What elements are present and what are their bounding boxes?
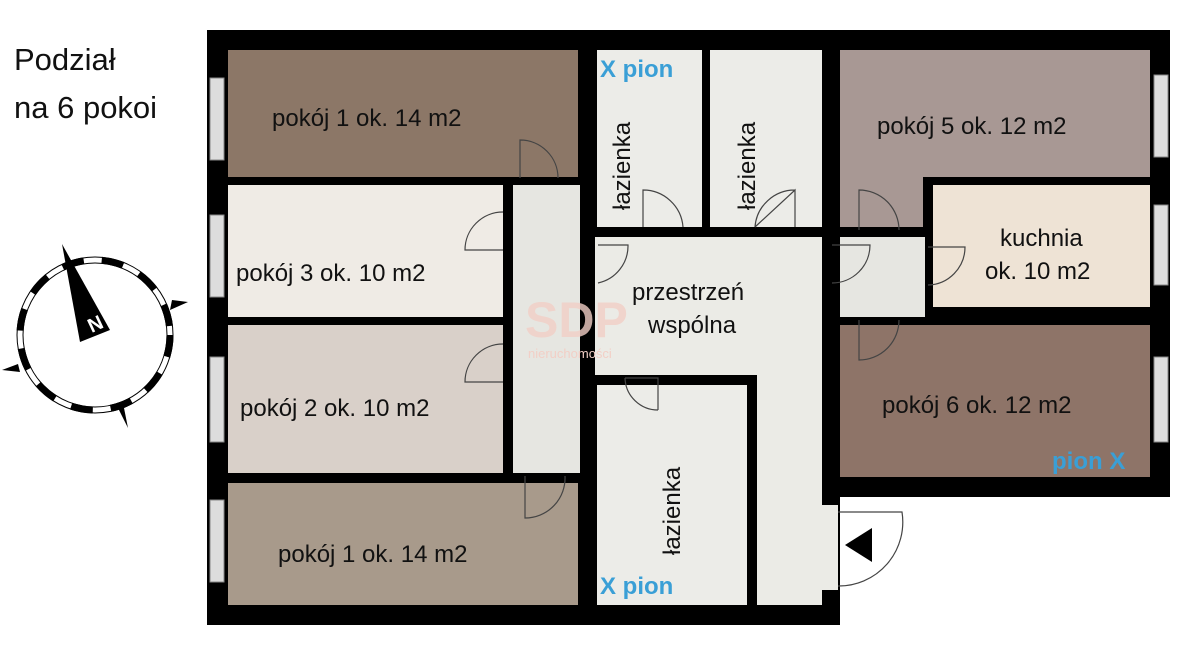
- room-5-label: pokój 5 ok. 12 m2: [877, 113, 1066, 140]
- common-label-1: przestrzeń: [632, 279, 744, 306]
- bathroom-2-label: łazienka: [734, 121, 761, 210]
- watermark-brand: SDP: [525, 292, 628, 348]
- entrance: [822, 505, 838, 590]
- windows: [209, 74, 1169, 583]
- small-hall: [840, 237, 925, 317]
- room-5-extension: [840, 177, 923, 227]
- room-6-label: pokój 6 ok. 12 m2: [882, 392, 1071, 419]
- room-2: [228, 325, 503, 473]
- bathroom-3-label: łazienka: [659, 466, 686, 555]
- kitchen-label-2: ok. 10 m2: [985, 258, 1090, 285]
- bathroom-1-label: łazienka: [609, 121, 636, 210]
- room-1-bottom-label: pokój 1 ok. 14 m2: [278, 541, 467, 568]
- room-3-label: pokój 3 ok. 10 m2: [236, 260, 425, 287]
- plan-title-line1: Podział: [14, 42, 116, 77]
- common-label-2: wspólna: [647, 312, 737, 339]
- corridor-left: [513, 185, 580, 473]
- room-3: [228, 185, 503, 317]
- kitchen: [933, 185, 1150, 307]
- entrance-arrow-icon: [845, 528, 872, 562]
- room-1-top-label: pokój 1 ok. 14 m2: [272, 105, 461, 132]
- bathroom-3: [597, 385, 747, 605]
- bathroom-1: [597, 50, 702, 227]
- room-1-bottom: [228, 483, 578, 605]
- watermark-sub: nieruchomości: [528, 346, 612, 361]
- pion-marker-right: pion X: [1052, 448, 1125, 475]
- room-6: [840, 325, 1150, 477]
- plan-title-line2: na 6 pokoi: [14, 90, 158, 125]
- room-5: [840, 50, 1150, 177]
- room-2-label: pokój 2 ok. 10 m2: [240, 395, 429, 422]
- doors: [464, 139, 966, 587]
- pion-marker-bottom: X pion: [600, 573, 673, 600]
- bathroom-2: [710, 50, 822, 227]
- compass-icon: N: [2, 244, 188, 428]
- common-space: [595, 237, 822, 605]
- pion-marker-top: X pion: [600, 56, 673, 83]
- kitchen-label-1: kuchnia: [1000, 225, 1083, 252]
